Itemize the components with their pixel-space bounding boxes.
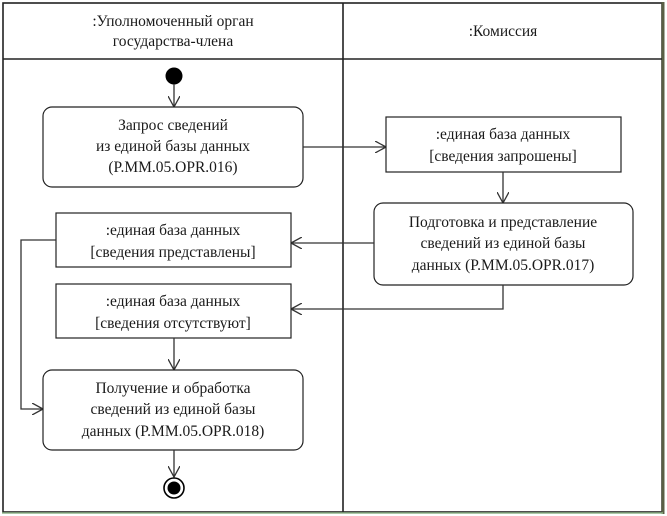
action-text: сведений из единой базы	[421, 235, 587, 252]
flow-017-to-absent	[291, 285, 504, 309]
action-text: (P.MM.05.OPR.016)	[108, 159, 237, 176]
object-box[interactable]	[55, 283, 292, 339]
final-node-dot	[167, 481, 181, 495]
lane-header-commission: :Комиссия	[469, 23, 538, 40]
lane-header-member-state: :Уполномоченный орган государства-члена	[92, 13, 253, 50]
object-text: :единая база данных	[106, 222, 241, 239]
action-p-mm-05-opr-016[interactable]: Запрос сведений из единой базы данных (P…	[42, 106, 304, 188]
action-box[interactable]	[42, 369, 304, 451]
object-absent[interactable]: :единая база данных [сведения отсутствую…	[55, 283, 292, 339]
object-text: :единая база данных	[436, 126, 571, 143]
action-text: данных (P.MM.05.OPR.017)	[412, 257, 595, 274]
object-requested[interactable]: :единая база данных [сведения запрошены]	[385, 116, 622, 173]
lane-title-line: государства-члена	[113, 33, 234, 50]
action-text: Подготовка и представление	[409, 214, 597, 231]
action-text: из единой базы данных	[96, 138, 250, 155]
lane-title-line: :Комиссия	[469, 23, 538, 40]
action-text: Получение и обработка	[95, 380, 250, 397]
flow-provided-to-018	[20, 239, 56, 409]
action-text: сведений из единой базы	[91, 401, 257, 418]
object-text: [сведения представлены]	[90, 244, 255, 261]
final-node	[163, 477, 185, 499]
object-text: [сведения отсутствуют]	[95, 315, 251, 332]
action-p-mm-05-opr-018[interactable]: Получение и обработка сведений из единой…	[42, 369, 304, 451]
object-provided[interactable]: :единая база данных [сведения представле…	[55, 212, 292, 268]
action-p-mm-05-opr-017[interactable]: Подготовка и представление сведений из е…	[373, 202, 634, 286]
object-text: [сведения запрошены]	[429, 148, 577, 165]
action-text: Запрос сведений	[118, 117, 228, 134]
object-box[interactable]	[385, 116, 622, 173]
object-text: :единая база данных	[106, 293, 241, 310]
action-text: данных (P.MM.05.OPR.018)	[82, 423, 265, 440]
initial-node	[165, 67, 183, 85]
lane-title-line: :Уполномоченный орган	[92, 13, 253, 30]
